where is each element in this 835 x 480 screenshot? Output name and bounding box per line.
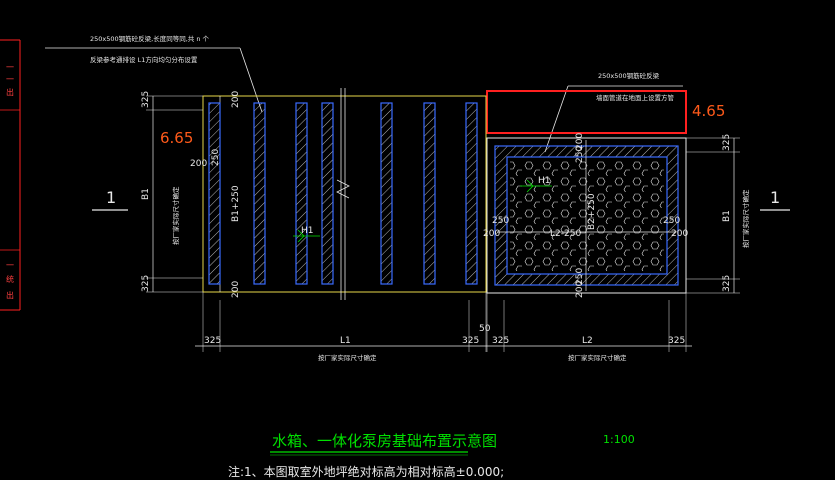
left-inner-200-bottom: 200 (231, 281, 241, 298)
highlight-box (486, 90, 687, 134)
section-mark-right: 1 (760, 188, 790, 211)
right-inner-200-left: 200 (483, 229, 500, 239)
strip-char-5: 统 (6, 274, 14, 284)
left-height-label: B1 (141, 188, 151, 200)
right-inner-width: L2-250 (550, 229, 581, 239)
note-text: 注:1、本图取室外地坪绝对标高为相对标高±0.000; (228, 464, 504, 479)
annotation-top-right: 250x500钢筋砼反梁 墙面管道在地面上设置方管 (544, 71, 683, 153)
annotation-top-left-line1: 250x500钢筋砼反梁,长度同等同,共 n 个 (90, 34, 210, 43)
left-w-right: 325 (462, 336, 479, 346)
left-top-dim: 325 (141, 91, 151, 108)
right-h1-label: H1 (538, 176, 551, 186)
pump-house-foundation: H1 L2-250 B2+250 200 250 250 200 250 200… (483, 133, 688, 298)
left-width-label: L1 (340, 336, 351, 346)
right-bottom-note: 按厂家实际尺寸确定 (568, 353, 627, 362)
section-mark-right-label: 1 (770, 188, 780, 207)
right-top-dim: 325 (722, 134, 732, 151)
elevation-right: 4.65 (692, 102, 725, 120)
left-bottom-note: 按厂家实际尺寸确定 (318, 353, 377, 362)
annotation-top-left: 250x500钢筋砼反梁,长度同等同,共 n 个 反梁参考通排设 L1方向均匀分… (45, 34, 263, 113)
right-side-note: 按厂家实际尺寸确定 (741, 189, 750, 248)
right-w-right: 325 (668, 336, 685, 346)
left-inner-200-top: 200 (231, 91, 241, 108)
right-inner-200-top: 200 (575, 133, 585, 150)
annotation-top-left-line2: 反梁参考通排设 L1方向均匀分布设置 (90, 55, 198, 64)
water-tank-foundation: H1 (202, 88, 487, 300)
right-inner-250-left: 250 (492, 216, 509, 226)
strip-char-6: 出 (6, 290, 14, 300)
right-width-label: L2 (582, 336, 593, 346)
right-inner-200-right: 200 (671, 229, 688, 239)
scale-text: 1:100 (603, 433, 635, 446)
gap-dim: 50 (479, 324, 491, 334)
right-height-label: B1 (722, 210, 732, 222)
title-text: 水箱、一体化泵房基础布置示意图 (272, 432, 497, 450)
left-vertical-dimensions: 325 B1 325 按厂家实际尺寸确定 200 B1+250 200 200 … (141, 91, 241, 298)
left-inner-200-side: 200 (190, 159, 207, 169)
left-title-strip: 一 一 出 一 统 出 (0, 39, 21, 311)
left-inner-height: B1+250 (231, 185, 241, 222)
drawing-title: 水箱、一体化泵房基础布置示意图 1:100 (270, 432, 635, 456)
strip-char-3: 出 (6, 87, 14, 97)
section-mark-left-label: 1 (106, 188, 116, 207)
bottom-dimensions: 325 L1 325 50 325 L2 325 按厂家实际尺寸确定 按厂家实际… (195, 292, 692, 362)
strip-char-2: 一 (6, 75, 14, 84)
right-inner-250-right: 250 (663, 216, 680, 226)
beam-group-left (208, 102, 478, 285)
strip-char-1: 一 (6, 63, 14, 72)
left-w-left: 325 (204, 336, 221, 346)
annotation-top-right-line1: 250x500钢筋砼反梁 (598, 71, 660, 80)
right-inner-height: B2+250 (587, 193, 597, 230)
right-bottom-dim: 325 (722, 275, 732, 292)
right-vertical-dimensions: 325 B1 325 按厂家实际尺寸确定 (686, 134, 750, 294)
section-mark-left: 1 (92, 188, 128, 211)
left-bottom-dim: 325 (141, 275, 151, 292)
right-inner-250-bottom: 250 (575, 268, 585, 285)
strip-char-4: 一 (6, 261, 14, 270)
elevation-left: 6.65 (160, 129, 193, 147)
right-inner-250-top: 250 (575, 146, 585, 163)
left-h1-label: H1 (301, 226, 314, 236)
right-inner-200-bottom: 200 (575, 281, 585, 298)
left-inner-250: 250 (211, 149, 221, 166)
right-w-left: 325 (492, 336, 509, 346)
annotation-top-right-line2: 墙面管道在地面上设置方管 (596, 93, 675, 102)
left-side-note: 按厂家实际尺寸确定 (171, 186, 180, 245)
